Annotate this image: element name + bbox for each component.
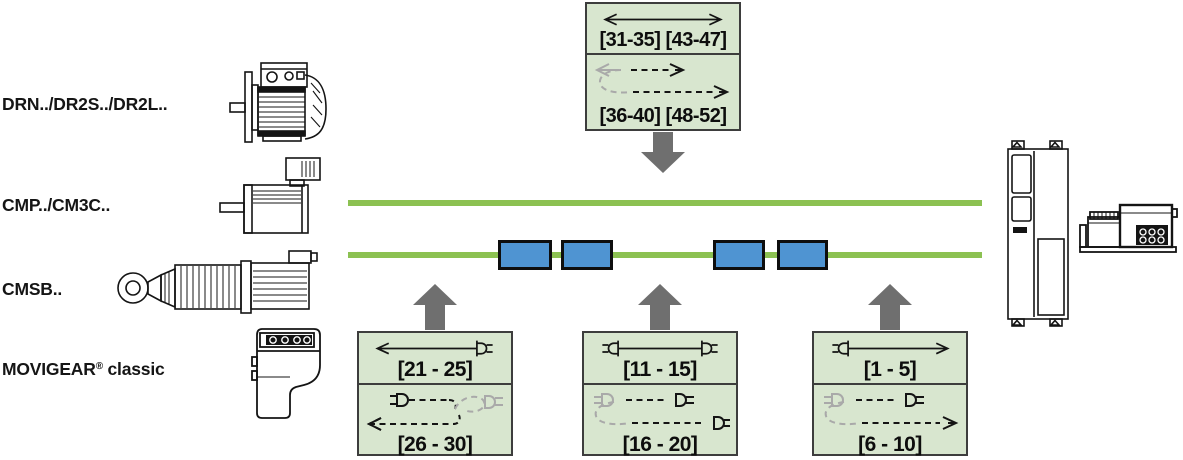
motor-label-drn: DRN../DR2S../DR2L.. xyxy=(2,94,168,115)
cable-plug-to-wire-end-icon xyxy=(832,340,950,357)
cable-row: [16 - 20] xyxy=(584,383,736,458)
cable-row: [11 - 15] xyxy=(584,333,736,383)
cabinet-inverter-drawing xyxy=(1007,140,1069,327)
connector-block-2 xyxy=(561,240,613,270)
cable-extension-open-wire-ends-icon xyxy=(594,63,730,99)
cable-row: [21 - 25] xyxy=(359,333,511,383)
cable-range-label: [36-40] [48-52] xyxy=(599,105,727,127)
drn-motor-drawing xyxy=(229,62,327,143)
cable-row: [1 - 5] xyxy=(814,333,966,383)
cable-range-label: [11 - 15] xyxy=(623,357,697,381)
network-line-lower xyxy=(348,252,982,258)
motor-label-movigear-name: MOVIGEAR xyxy=(2,359,96,379)
motor-label-movigear: MOVIGEAR® classic xyxy=(2,359,165,380)
compact-drive-unit-drawing xyxy=(1079,203,1178,253)
cable-extension-wire-end-to-plug-icon xyxy=(366,393,503,431)
registered-trademark-mark: ® xyxy=(95,361,103,372)
motor-label-cmp: CMP../CM3C.. xyxy=(2,195,110,216)
cable-extension-plug-to-plug-icon xyxy=(594,393,730,430)
cable-box-1: [21 - 25] [26 - 30] xyxy=(357,331,513,456)
cable-range-label: [21 - 25] xyxy=(397,357,473,381)
cable-row: [26 - 30] xyxy=(359,383,511,458)
cable-box-2: [11 - 15] [16 - 20] xyxy=(582,331,738,456)
cable-range-label: [31-35] [43-47] xyxy=(599,29,727,51)
cable-extension-plug-to-wire-end-icon xyxy=(824,393,959,430)
cable-range-label: [26 - 30] xyxy=(397,433,473,456)
cable-box-top: [31-35] [43-47] [36-40] [48-52] xyxy=(585,2,741,131)
cmp-motor-drawing xyxy=(219,157,321,234)
arrow-up-icon-1 xyxy=(413,284,457,330)
cable-plug-to-plug-icon xyxy=(602,340,718,357)
arrow-up-icon-2 xyxy=(638,284,682,330)
cable-row: [31-35] [43-47] xyxy=(587,4,739,53)
network-line-upper xyxy=(348,200,982,206)
movigear-drive-drawing xyxy=(251,328,321,419)
motor-label-cmsb-text: CMSB.. xyxy=(2,279,63,299)
motor-label-movigear-suffix: classic xyxy=(102,359,165,379)
cable-row: [36-40] [48-52] xyxy=(587,53,739,129)
motor-label-drn-text: DRN../DR2S../DR2L.. xyxy=(2,94,168,114)
cable-open-wire-ends-both-icon xyxy=(603,13,723,26)
cmsb-cylinder-drawing xyxy=(117,250,318,314)
connector-block-3 xyxy=(713,240,765,270)
connector-block-4 xyxy=(777,240,828,270)
connector-block-1 xyxy=(498,240,552,270)
arrow-up-icon-3 xyxy=(868,284,912,330)
cable-wire-end-to-plug-icon xyxy=(375,340,493,357)
cable-row: [6 - 10] xyxy=(814,383,966,458)
arrow-down-icon xyxy=(641,132,685,173)
cable-range-label: [6 - 10] xyxy=(858,433,922,456)
cable-range-label: [1 - 5] xyxy=(863,357,917,381)
motor-label-cmsb: CMSB.. xyxy=(2,279,62,300)
cable-range-label: [16 - 20] xyxy=(622,433,698,456)
cable-box-3: [1 - 5] [6 - 10] xyxy=(812,331,968,456)
motor-label-cmp-text: CMP../CM3C.. xyxy=(2,195,111,215)
